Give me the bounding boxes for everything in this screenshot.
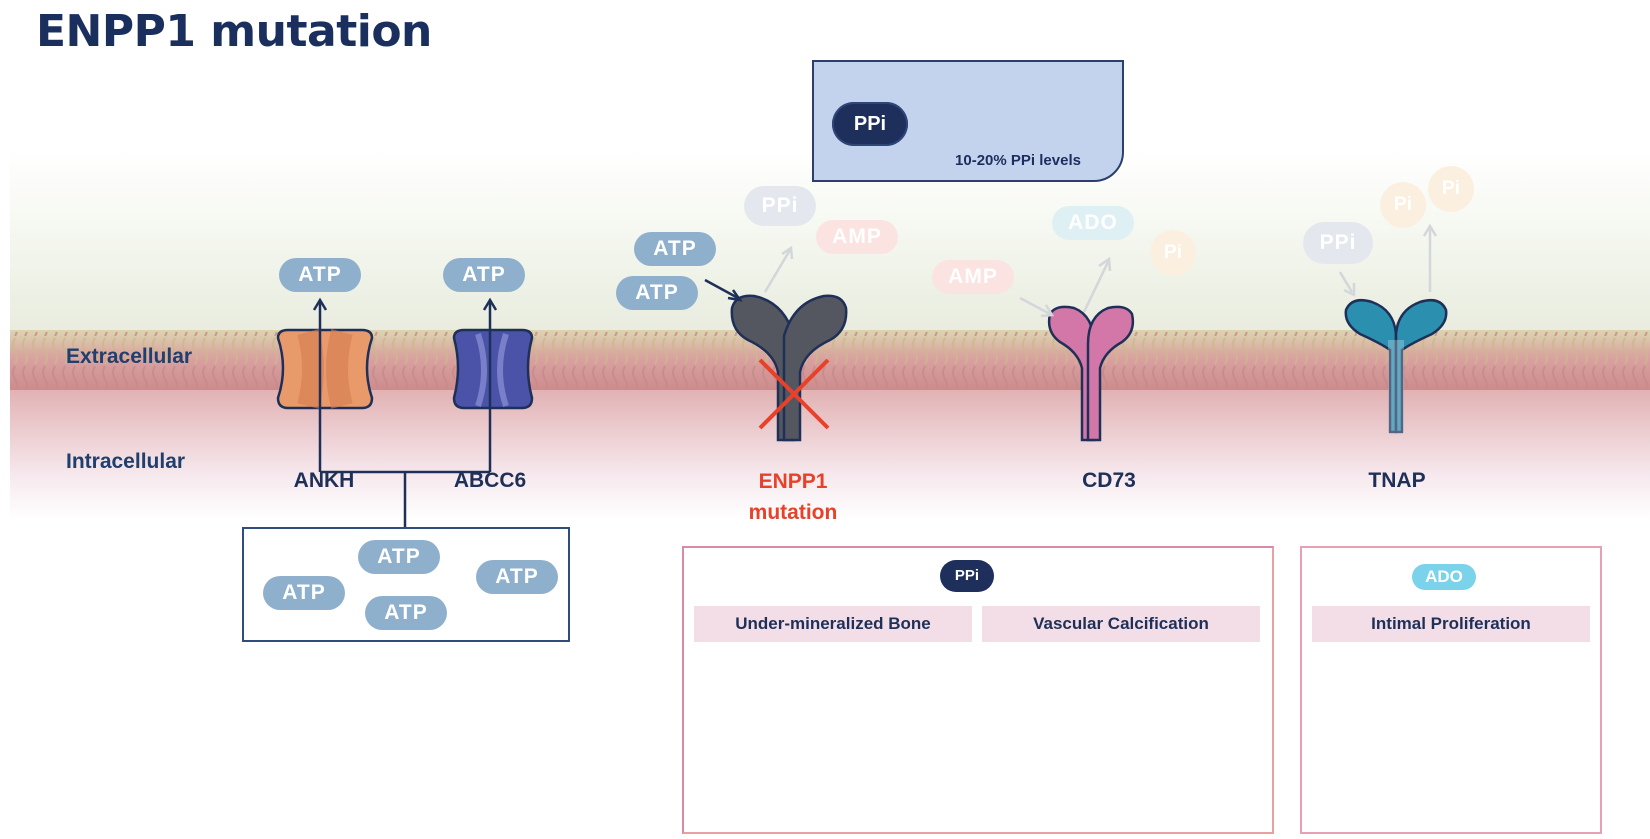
ankh-transporter xyxy=(276,328,374,410)
abcc6-label: ABCC6 xyxy=(453,469,527,492)
intimal-proliferation-label: Intimal Proliferation xyxy=(1312,606,1590,642)
gauge-caption: 10-20% PPi levels xyxy=(955,152,1081,169)
tnap-label: TNAP xyxy=(1368,469,1426,492)
tnap-product-pi: Pi xyxy=(1380,182,1426,228)
tnap-product-pi: Pi xyxy=(1428,166,1474,212)
tnap-substrate-ppi: PPi xyxy=(1303,222,1373,264)
cd73-substrate-amp: AMP xyxy=(932,260,1014,294)
abcc6-atp-out: ATP xyxy=(443,258,525,292)
atp-pool-item: ATP xyxy=(263,576,345,610)
enpp1-product-amp: AMP xyxy=(816,220,898,254)
abcc6-transporter xyxy=(452,328,534,410)
ankh-atp-out: ATP xyxy=(279,258,361,292)
enpp1-label: ENPP1 mutation xyxy=(713,466,873,528)
cd73-label: CD73 xyxy=(1082,469,1136,492)
ppi-outcome-panel xyxy=(682,546,1274,834)
extracellular-label: Extracellular xyxy=(66,345,193,368)
ppi-decrease-badge: PPi xyxy=(940,560,994,592)
cd73-product-pi: Pi xyxy=(1150,230,1196,276)
page-title: ENPP1 mutation xyxy=(36,6,432,57)
enpp1-label-line1: ENPP1 xyxy=(758,470,828,493)
ankh-label: ANKH xyxy=(293,469,355,492)
vascular-calcification-label: Vascular Calcification xyxy=(982,606,1260,642)
enpp1-label-line2: mutation xyxy=(748,501,838,524)
enpp1-substrate-atp: ATP xyxy=(634,232,716,266)
under-mineralized-bone-label: Under-mineralized Bone xyxy=(694,606,972,642)
tnap-enzyme xyxy=(1344,299,1448,434)
enpp1-substrate-atp: ATP xyxy=(616,276,698,310)
gauge-ppi-badge: PPi xyxy=(832,102,908,146)
enpp1-product-ppi: PPi xyxy=(744,186,816,226)
atp-pool-item: ATP xyxy=(358,540,440,574)
mutation-x-mark xyxy=(758,358,830,430)
ado-outcome-panel xyxy=(1300,546,1602,834)
cd73-product-ado: ADO xyxy=(1052,206,1134,240)
atp-pool-item: ATP xyxy=(365,596,447,630)
intracellular-label: Intracellular xyxy=(66,450,186,473)
enpp1-enzyme xyxy=(730,294,848,442)
atp-pool-item: ATP xyxy=(476,560,558,594)
ado-decrease-badge: ADO xyxy=(1412,564,1476,590)
